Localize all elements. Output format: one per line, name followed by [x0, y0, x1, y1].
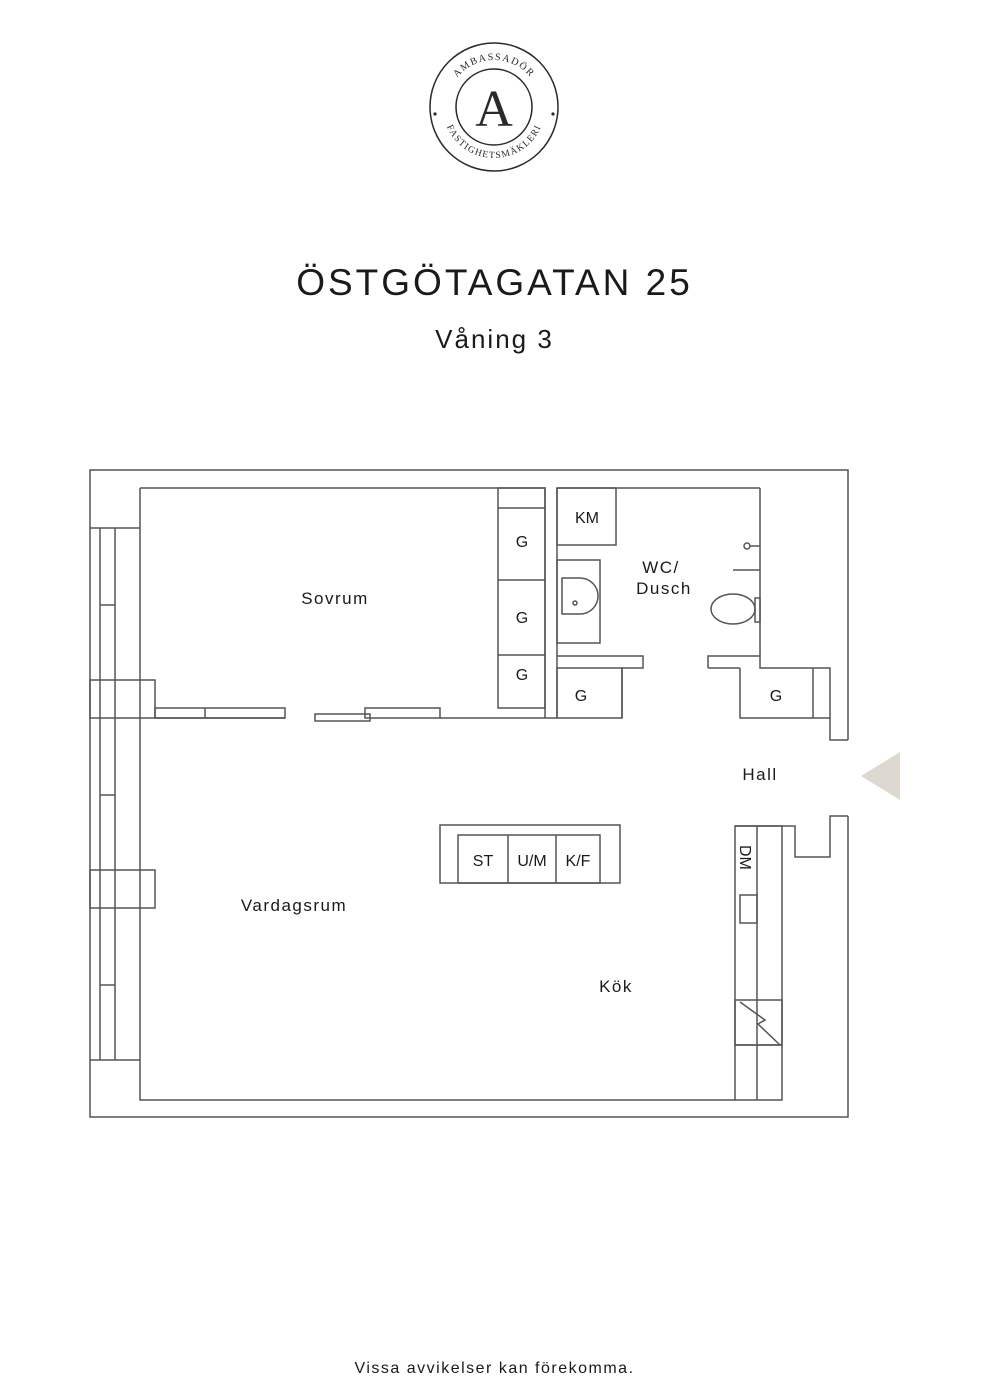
- microwave-label: U/M: [517, 853, 546, 870]
- entrance-arrow-icon: [861, 752, 900, 800]
- wardrobe-label: G: [770, 688, 782, 705]
- room-label-bathroom-line2: Dusch: [636, 579, 692, 598]
- washing-machine-label: KM: [575, 510, 599, 527]
- room-label-kitchen: Kök: [599, 977, 633, 996]
- stove-label: ST: [473, 853, 494, 870]
- page-title: ÖSTGÖTAGATAN 25: [296, 262, 693, 303]
- oven-icon: [739, 1001, 781, 1046]
- dishwasher-label: DM: [736, 845, 753, 870]
- logo-letter: A: [475, 81, 513, 138]
- wardrobe-label: G: [516, 534, 528, 551]
- room-label-hall: Hall: [742, 765, 777, 784]
- walls: [89, 469, 849, 1118]
- wardrobe-label: G: [575, 688, 587, 705]
- floor-subtitle: Våning 3: [435, 324, 554, 354]
- wardrobe-label: G: [516, 667, 528, 684]
- room-label-bedroom: Sovrum: [301, 589, 369, 608]
- room-label-bathroom-line1: WC/: [642, 558, 680, 577]
- wardrobe-label: G: [516, 610, 528, 627]
- disclaimer-text: Vissa avvikelser kan förekomma.: [354, 1360, 635, 1377]
- ambassador-logo: AMBASSADÖR FASTIGHETSMÄKLERI A: [429, 42, 559, 172]
- fridge-freezer-label: K/F: [566, 853, 591, 870]
- room-label-living-room: Vardagsrum: [241, 896, 347, 915]
